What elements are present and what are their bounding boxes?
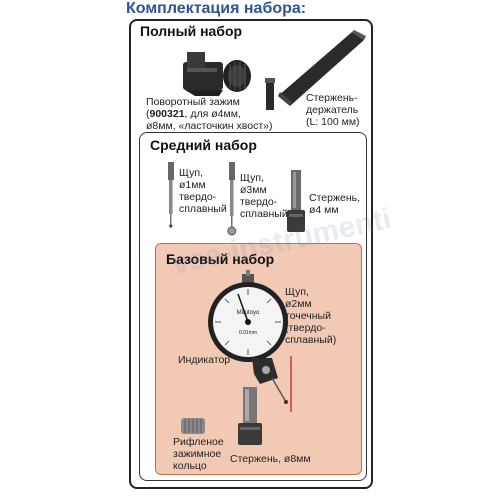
medium-set-title: Средний набор (150, 137, 257, 153)
red-pointer-line (290, 356, 292, 412)
stem-8mm-label: Стержень, ø8мм (230, 453, 311, 465)
probe-2mm-label: Щуп, ø2мм точечный (твердо- сплавный) (285, 286, 337, 346)
clamp-label-line3: ø8мм, «ласточкин хвост») (146, 120, 273, 132)
probe-3mm-image (227, 162, 237, 236)
page-heading: Комплектация набора: (126, 0, 307, 17)
swivel-clamp-label: Поворотный зажим (900321, для ø4мм, ø8мм… (146, 96, 272, 132)
stem-8mm-image (238, 387, 262, 445)
swivel-clamp-image (183, 52, 251, 96)
dial-brand: Mitutoyo (237, 310, 260, 316)
probe-1mm-image (168, 162, 174, 228)
dial-indicator-image: Mitutoyo 0.01mm (208, 270, 288, 404)
probe-1mm-label: Щуп, ø1мм твердо- сплавный (179, 167, 227, 215)
clamp-code: 900321 (149, 108, 185, 120)
holder-bar-image (265, 30, 366, 110)
clamp-label-line1: Поворотный зажим (146, 96, 240, 108)
indicator-label: Индикатор (178, 354, 231, 366)
knurled-ring-label: Рифленое зажимное кольцо (173, 436, 224, 472)
holder-bar-label: Стержень- держатель (L: 100 мм) (306, 92, 360, 128)
dial-reading: 0.01mm (239, 330, 257, 336)
clamp-label-line2: , для ø4мм, (184, 108, 241, 120)
probe-3mm-label: Щуп, ø3мм твердо- сплавный (240, 172, 288, 220)
stem-4mm-image (287, 170, 305, 232)
basic-set-title: Базовый набор (166, 251, 275, 267)
clamp-paren: ( (146, 108, 150, 120)
knurled-ring-image (181, 418, 205, 434)
full-set-title: Полный набор (140, 23, 243, 39)
stem-4mm-label: Стержень, ø4 мм (309, 192, 361, 216)
